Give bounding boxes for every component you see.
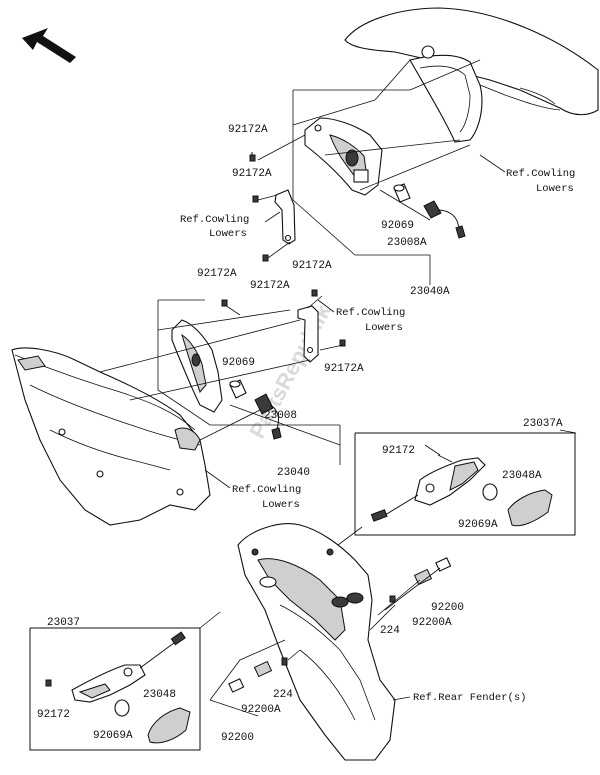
label-23037: 23037 xyxy=(47,617,80,629)
label-92069A-upper: 92069A xyxy=(458,519,498,531)
label-ref-cowling-lowers-2: Ref.Cowling xyxy=(506,168,575,180)
leader-fender-left xyxy=(209,639,301,717)
lens-23048A xyxy=(507,489,553,527)
clip-92200-right xyxy=(435,557,452,572)
bulb-92069A-upper xyxy=(482,483,498,501)
turn-signal-23037 xyxy=(71,611,221,703)
screw-224-left xyxy=(281,657,288,666)
label-224-right: 224 xyxy=(380,625,400,637)
leader-lines-labels xyxy=(204,154,577,701)
clip-92200-left xyxy=(228,678,245,693)
label-92069-lower: 92069 xyxy=(222,357,255,369)
leader-lines-upper xyxy=(257,59,481,285)
screw-92172A-3 xyxy=(262,254,269,262)
label-92172-lower: 92172 xyxy=(37,709,70,721)
screw-92172A-5 xyxy=(311,289,318,297)
turn-signal-23037A xyxy=(370,454,486,522)
label-23048A: 23048A xyxy=(502,470,542,482)
label-ref-cowling-lowers-4b: Lowers xyxy=(262,499,300,511)
label-ref-cowling-lowers-1: Ref.Cowling xyxy=(180,214,249,226)
parts-box-23037 xyxy=(29,627,201,751)
label-92172: 92172 xyxy=(382,445,415,457)
label-92172A-6: 92172A xyxy=(324,363,364,375)
screw-224-right xyxy=(389,595,396,603)
turn-signal-bracket-23040 xyxy=(171,319,223,413)
label-ref-cowling-lowers-4: Ref.Cowling xyxy=(232,484,301,496)
label-92172A-2: 92172A xyxy=(232,168,272,180)
label-224-left: 224 xyxy=(273,689,293,701)
front-direction-arrow-icon xyxy=(22,28,76,63)
label-ref-rear-fender: Ref.Rear Fender(s) xyxy=(413,692,526,704)
leader-fender-right xyxy=(369,567,441,631)
label-92200A-right: 92200A xyxy=(412,617,452,629)
bulb-92069-lower xyxy=(229,379,247,399)
label-92172A-3: 92172A xyxy=(250,280,290,292)
cowling-bracket-lower xyxy=(297,305,319,363)
clip-92200A-left xyxy=(253,660,273,678)
screw-92172A-1 xyxy=(249,152,256,162)
label-ref-cowling-lowers-2b: Lowers xyxy=(536,183,574,195)
label-23040A: 23040A xyxy=(410,286,450,298)
label-92172A-4: 92172A xyxy=(197,268,237,280)
label-92200-left: 92200 xyxy=(221,732,254,744)
screw-92172A-2 xyxy=(252,195,259,203)
label-23037A: 23037A xyxy=(523,418,563,430)
label-92200-right: 92200 xyxy=(431,602,464,614)
lens-23048 xyxy=(147,707,191,744)
label-23048: 23048 xyxy=(143,689,176,701)
bulb-92069A-lower xyxy=(114,699,130,717)
label-92200A-left: 92200A xyxy=(241,704,281,716)
label-92172A-1: 92172A xyxy=(228,124,268,136)
label-92172A-5: 92172A xyxy=(292,260,332,272)
rear-fender xyxy=(237,523,396,761)
upper-cowling xyxy=(344,7,599,143)
label-23040: 23040 xyxy=(277,467,310,479)
cowling-bracket-upper xyxy=(274,189,296,245)
turn-signal-bracket-23040A xyxy=(304,117,383,196)
screw-92172A-6 xyxy=(339,339,346,347)
label-92069-upper: 92069 xyxy=(381,220,414,232)
label-ref-cowling-lowers-3: Ref.Cowling xyxy=(336,307,405,319)
leader-lines-lower xyxy=(99,295,344,465)
screw-92172A-4 xyxy=(221,299,228,307)
socket-23008A xyxy=(423,200,466,239)
parts-box-23037A xyxy=(354,432,576,536)
label-92069A-lower: 92069A xyxy=(93,730,133,742)
screw-92172-lower xyxy=(45,679,52,687)
label-23008: 23008 xyxy=(264,410,297,422)
bulb-92069-upper xyxy=(393,183,411,203)
labels: 92172A 92172A Ref.Cowling Lowers 92069 2… xyxy=(37,124,575,744)
label-ref-cowling-lowers-3b: Lowers xyxy=(365,322,403,334)
label-23008A: 23008A xyxy=(387,237,427,249)
left-cowling-lower xyxy=(11,347,211,526)
label-ref-cowling-lowers-1b: Lowers xyxy=(209,228,247,240)
